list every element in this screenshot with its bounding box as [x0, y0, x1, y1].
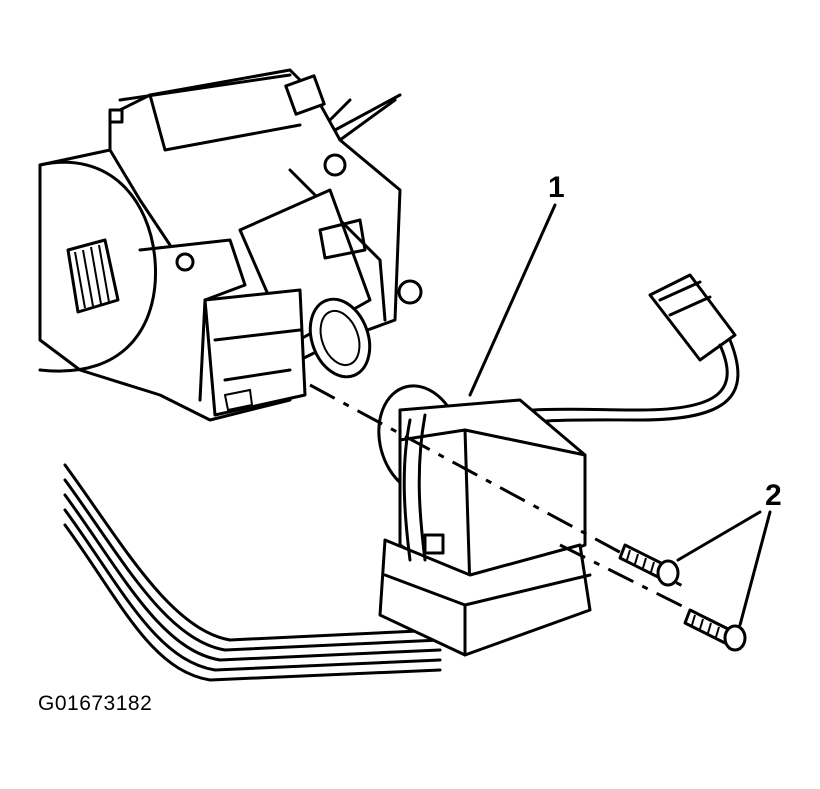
- housing-lower-bracket: [203, 288, 307, 417]
- module-assembly: [377, 384, 592, 657]
- callout-1-label: 1: [548, 171, 565, 204]
- callout-1: 1: [468, 171, 565, 397]
- wiring-harness: [63, 463, 442, 682]
- ignition-cylinder-bore: [238, 188, 372, 379]
- callout-2-label: 2: [765, 479, 782, 512]
- housing-leader-line: [333, 93, 402, 132]
- callout-2: 2: [676, 479, 782, 627]
- figure-id-label: G01673182: [38, 692, 153, 715]
- bolt-lower: [683, 608, 747, 652]
- bolt-upper: [618, 543, 680, 587]
- steering-shaft-spline: [66, 238, 120, 314]
